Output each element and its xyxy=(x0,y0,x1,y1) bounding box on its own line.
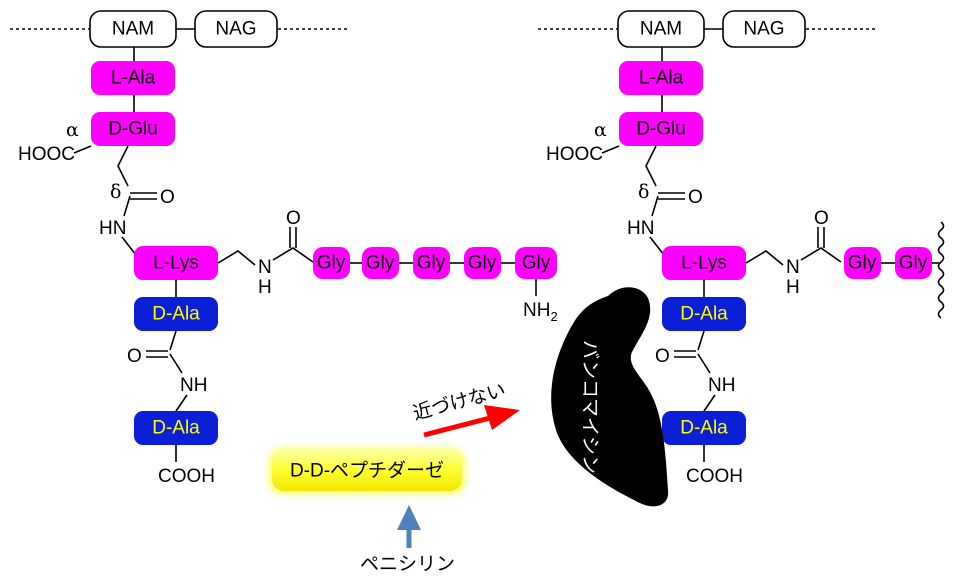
nag-box xyxy=(722,10,806,48)
gly-label: Gly xyxy=(317,253,346,274)
peptide-carbonyl-o: O xyxy=(655,346,670,367)
terminal-d-ala-residue xyxy=(134,411,218,445)
alpha-label: α xyxy=(594,119,607,141)
left-peptidoglycan: NAM NAG L-Ala D-Glu α HOOC δ O HN L-Lys … xyxy=(10,10,558,487)
penicillin-label: ペニシリン xyxy=(360,554,455,575)
d-ala-label: D-Ala xyxy=(152,418,200,439)
nag-box xyxy=(194,10,278,48)
right-peptidoglycan: NAM NAG L-Ala D-Glu α HOOC δ O HN L-Lys … xyxy=(538,10,945,487)
gly-label: Gly xyxy=(522,253,551,274)
vancomycin-molecule: バンコマイシン xyxy=(551,287,669,507)
cooh-label: COOH xyxy=(158,466,215,487)
gly-label: Gly xyxy=(899,253,928,274)
d-ala-label: D-Ala xyxy=(680,418,728,439)
d-glu-label: D-Glu xyxy=(108,119,158,140)
nam-label: NAM xyxy=(640,19,682,40)
gly-residue xyxy=(313,247,350,279)
vancomycin-shape xyxy=(551,287,669,507)
hn-label: HN xyxy=(99,218,126,239)
cannot-approach-annotation: 近づけない xyxy=(411,379,520,438)
amide-h: H xyxy=(786,277,800,298)
gly-label: Gly xyxy=(848,253,877,274)
red-arrow-shaft xyxy=(423,415,491,438)
alpha-label: α xyxy=(66,119,79,141)
delta-label: δ xyxy=(638,181,649,203)
nam-box xyxy=(617,10,705,48)
bridge-carbonyl-o: O xyxy=(814,208,829,229)
d-ala-label: D-Ala xyxy=(680,304,728,325)
nh-label: NH xyxy=(180,375,207,396)
nam-box xyxy=(89,10,177,48)
gly-label: Gly xyxy=(468,253,497,274)
blue-arrow-head xyxy=(397,505,421,530)
amide-h: H xyxy=(258,277,272,298)
penicillin-annotation: ペニシリン xyxy=(360,505,455,575)
nag-label: NAG xyxy=(215,19,256,40)
gly-residue xyxy=(413,247,450,279)
dd-peptidase-enzyme: D-D-ペプチダーゼ xyxy=(268,447,466,495)
dd-peptidase-label: D-D-ペプチダーゼ xyxy=(290,460,444,482)
l-lys-label: L-Lys xyxy=(153,253,199,274)
peptide-carbonyl-o: O xyxy=(127,346,142,367)
l-ala-residue xyxy=(91,61,175,95)
l-ala-label: L-Ala xyxy=(639,68,684,89)
gly-residue xyxy=(362,247,399,279)
hooc-label: HOOC xyxy=(546,144,603,165)
bridge-carbonyl-o: O xyxy=(286,208,301,229)
gly-residue xyxy=(844,247,881,279)
d-glu-residue xyxy=(619,112,703,146)
l-lys-residue xyxy=(134,246,218,280)
gly-residue xyxy=(464,247,501,279)
amide-n: N xyxy=(258,257,272,278)
d-glu-label: D-Glu xyxy=(636,119,686,140)
delta-label: δ xyxy=(110,181,121,203)
gly-label: Gly xyxy=(417,253,446,274)
d-ala-residue xyxy=(134,297,218,331)
cooh-label: COOH xyxy=(686,466,743,487)
d-ala-residue xyxy=(662,297,746,331)
chain-break-wavy xyxy=(937,221,945,319)
gly-residue xyxy=(895,247,932,279)
carbonyl-o: O xyxy=(160,187,175,208)
red-arrow-head xyxy=(484,405,520,430)
l-lys-label: L-Lys xyxy=(681,253,727,274)
nh-label: NH xyxy=(708,375,735,396)
amide-n: N xyxy=(786,257,800,278)
l-lys-residue xyxy=(662,246,746,280)
hooc-label: HOOC xyxy=(18,144,75,165)
l-ala-label: L-Ala xyxy=(111,68,156,89)
terminal-d-ala-residue xyxy=(662,411,746,445)
nam-label: NAM xyxy=(112,19,154,40)
nag-label: NAG xyxy=(743,19,784,40)
nh2-label: NH2 xyxy=(523,300,558,324)
d-glu-residue xyxy=(91,112,175,146)
hn-label: HN xyxy=(627,218,654,239)
gly-label: Gly xyxy=(366,253,395,274)
l-ala-residue xyxy=(619,61,703,95)
d-ala-label: D-Ala xyxy=(152,304,200,325)
vancomycin-label: バンコマイシン xyxy=(579,340,600,474)
carbonyl-o: O xyxy=(688,187,703,208)
gly-terminal-residue xyxy=(515,247,557,279)
dd-peptidase-box xyxy=(272,451,462,491)
